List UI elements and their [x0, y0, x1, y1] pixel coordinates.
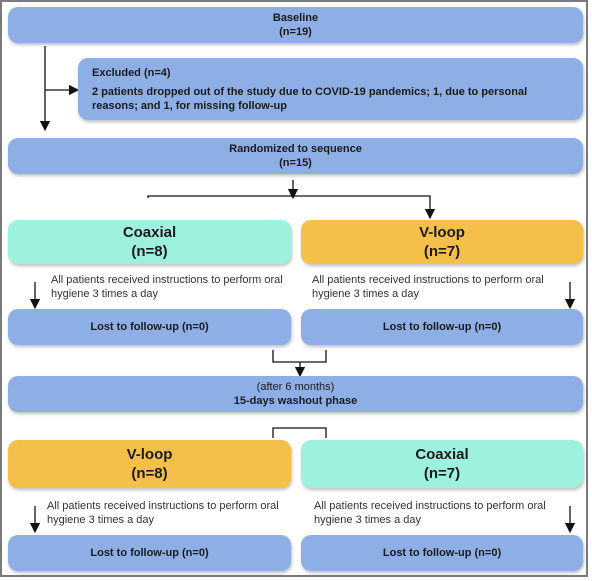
baseline-count: (n=19) — [279, 26, 312, 38]
washout-box: (after 6 months) 15-days washout phase — [8, 376, 583, 412]
period2-coaxial-count: (n=7) — [423, 465, 461, 482]
excluded-reason: 2 patients dropped out of the study due … — [92, 85, 528, 112]
period1-coaxial-box: Coaxial (n=8) — [8, 220, 291, 264]
period2-right-lost-box: Lost to follow-up (n=0) — [301, 535, 583, 571]
period1-left-lost: Lost to follow-up (n=0) — [90, 321, 209, 333]
period2-left-note: All patients received instructions to pe… — [47, 500, 279, 526]
period2-coaxial-name: Coaxial — [415, 446, 469, 463]
period2-left-lost: Lost to follow-up (n=0) — [90, 547, 209, 559]
period1-right-note: All patients received instructions to pe… — [312, 274, 544, 300]
period2-right-lost: Lost to follow-up (n=0) — [382, 547, 502, 559]
arrow-to-vloop-1 — [147, 195, 436, 220]
period1-vloop-box: V-loop (n=7) — [301, 220, 583, 264]
baseline-title: Baseline — [272, 12, 319, 24]
randomized-title: Randomized to sequence — [229, 143, 362, 155]
period2-vloop-box: V-loop (n=8) — [8, 440, 291, 488]
period1-coaxial-count: (n=8) — [131, 243, 168, 260]
period1-vloop-count: (n=7) — [423, 243, 461, 260]
period1-left-note: All patients received instructions to pe… — [51, 274, 283, 300]
period2-vloop-name: V-loop — [126, 446, 173, 463]
washout-subtitle: (after 6 months) — [256, 381, 335, 393]
split-bracket — [272, 427, 327, 438]
period2-vloop-count: (n=8) — [131, 465, 168, 482]
period1-right-lost-box: Lost to follow-up (n=0) — [301, 309, 583, 345]
washout-title: 15-days washout phase — [233, 395, 358, 407]
period2-left-lost-box: Lost to follow-up (n=0) — [8, 535, 291, 571]
excluded-box: Excluded (n=4) 2 patients dropped out of… — [78, 58, 583, 120]
excluded-title: Excluded (n=4) — [92, 66, 171, 79]
merge-bracket — [272, 350, 327, 363]
period1-vloop-name: V-loop — [419, 224, 465, 241]
baseline-box: Baseline (n=19) — [8, 7, 583, 43]
period2-right-note: All patients received instructions to pe… — [314, 500, 546, 526]
period1-left-lost-box: Lost to follow-up (n=0) — [8, 309, 291, 345]
randomized-box: Randomized to sequence (n=15) — [8, 138, 583, 174]
period2-coaxial-box: Coaxial (n=7) — [301, 440, 583, 488]
period1-coaxial-name: Coaxial — [122, 224, 177, 241]
period1-right-lost: Lost to follow-up (n=0) — [382, 321, 502, 333]
randomized-count: (n=15) — [279, 157, 312, 169]
